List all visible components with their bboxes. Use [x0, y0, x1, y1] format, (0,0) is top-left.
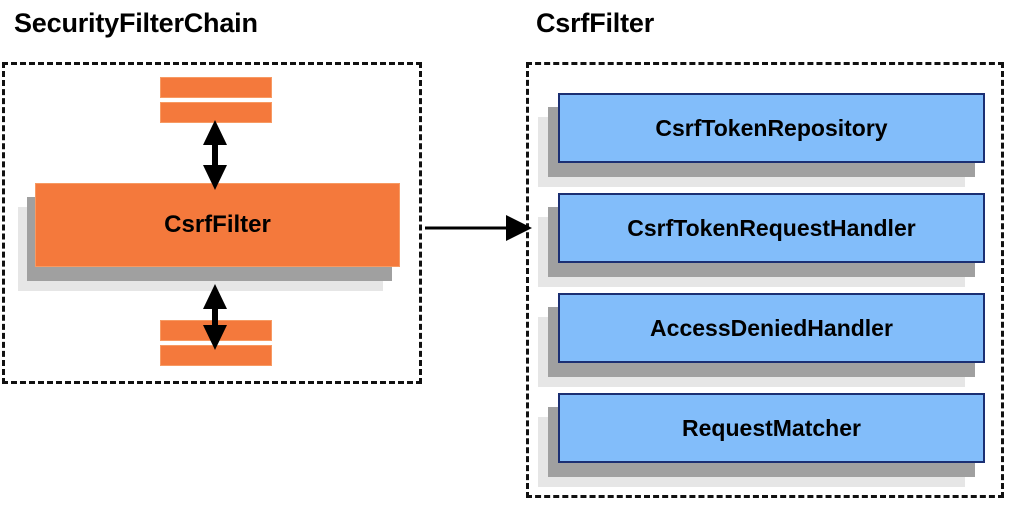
chain-csrf-filter-box[interactable]: CsrfFilter [18, 183, 418, 291]
collaborator-box-0[interactable]: CsrfTokenRepository [538, 93, 988, 187]
filter-bar-below-2 [160, 345, 272, 366]
collaborator-box-2[interactable]: AccessDeniedHandler [538, 293, 988, 387]
csrf-filter-panel [526, 62, 1004, 498]
collaborator-label-0: CsrfTokenRepository [558, 93, 985, 163]
collaborator-label-2: AccessDeniedHandler [558, 293, 985, 363]
cross-panel-right-arrow [425, 215, 532, 241]
collaborator-label-3: RequestMatcher [558, 393, 985, 463]
collaborator-box-3[interactable]: RequestMatcher [538, 393, 988, 487]
chain-csrf-filter-label: CsrfFilter [35, 183, 400, 267]
collaborator-box-1[interactable]: CsrfTokenRequestHandler [538, 193, 988, 287]
filter-bar-above-1 [160, 77, 272, 98]
page-title-security-filter-chain: SecurityFilterChain [14, 8, 258, 38]
collaborator-label-1: CsrfTokenRequestHandler [558, 193, 985, 263]
security-filter-chain-panel [2, 62, 422, 384]
page-title-csrf-filter: CsrfFilter [536, 8, 655, 38]
filter-bar-below-1 [160, 320, 272, 341]
filter-bar-above-2 [160, 102, 272, 123]
